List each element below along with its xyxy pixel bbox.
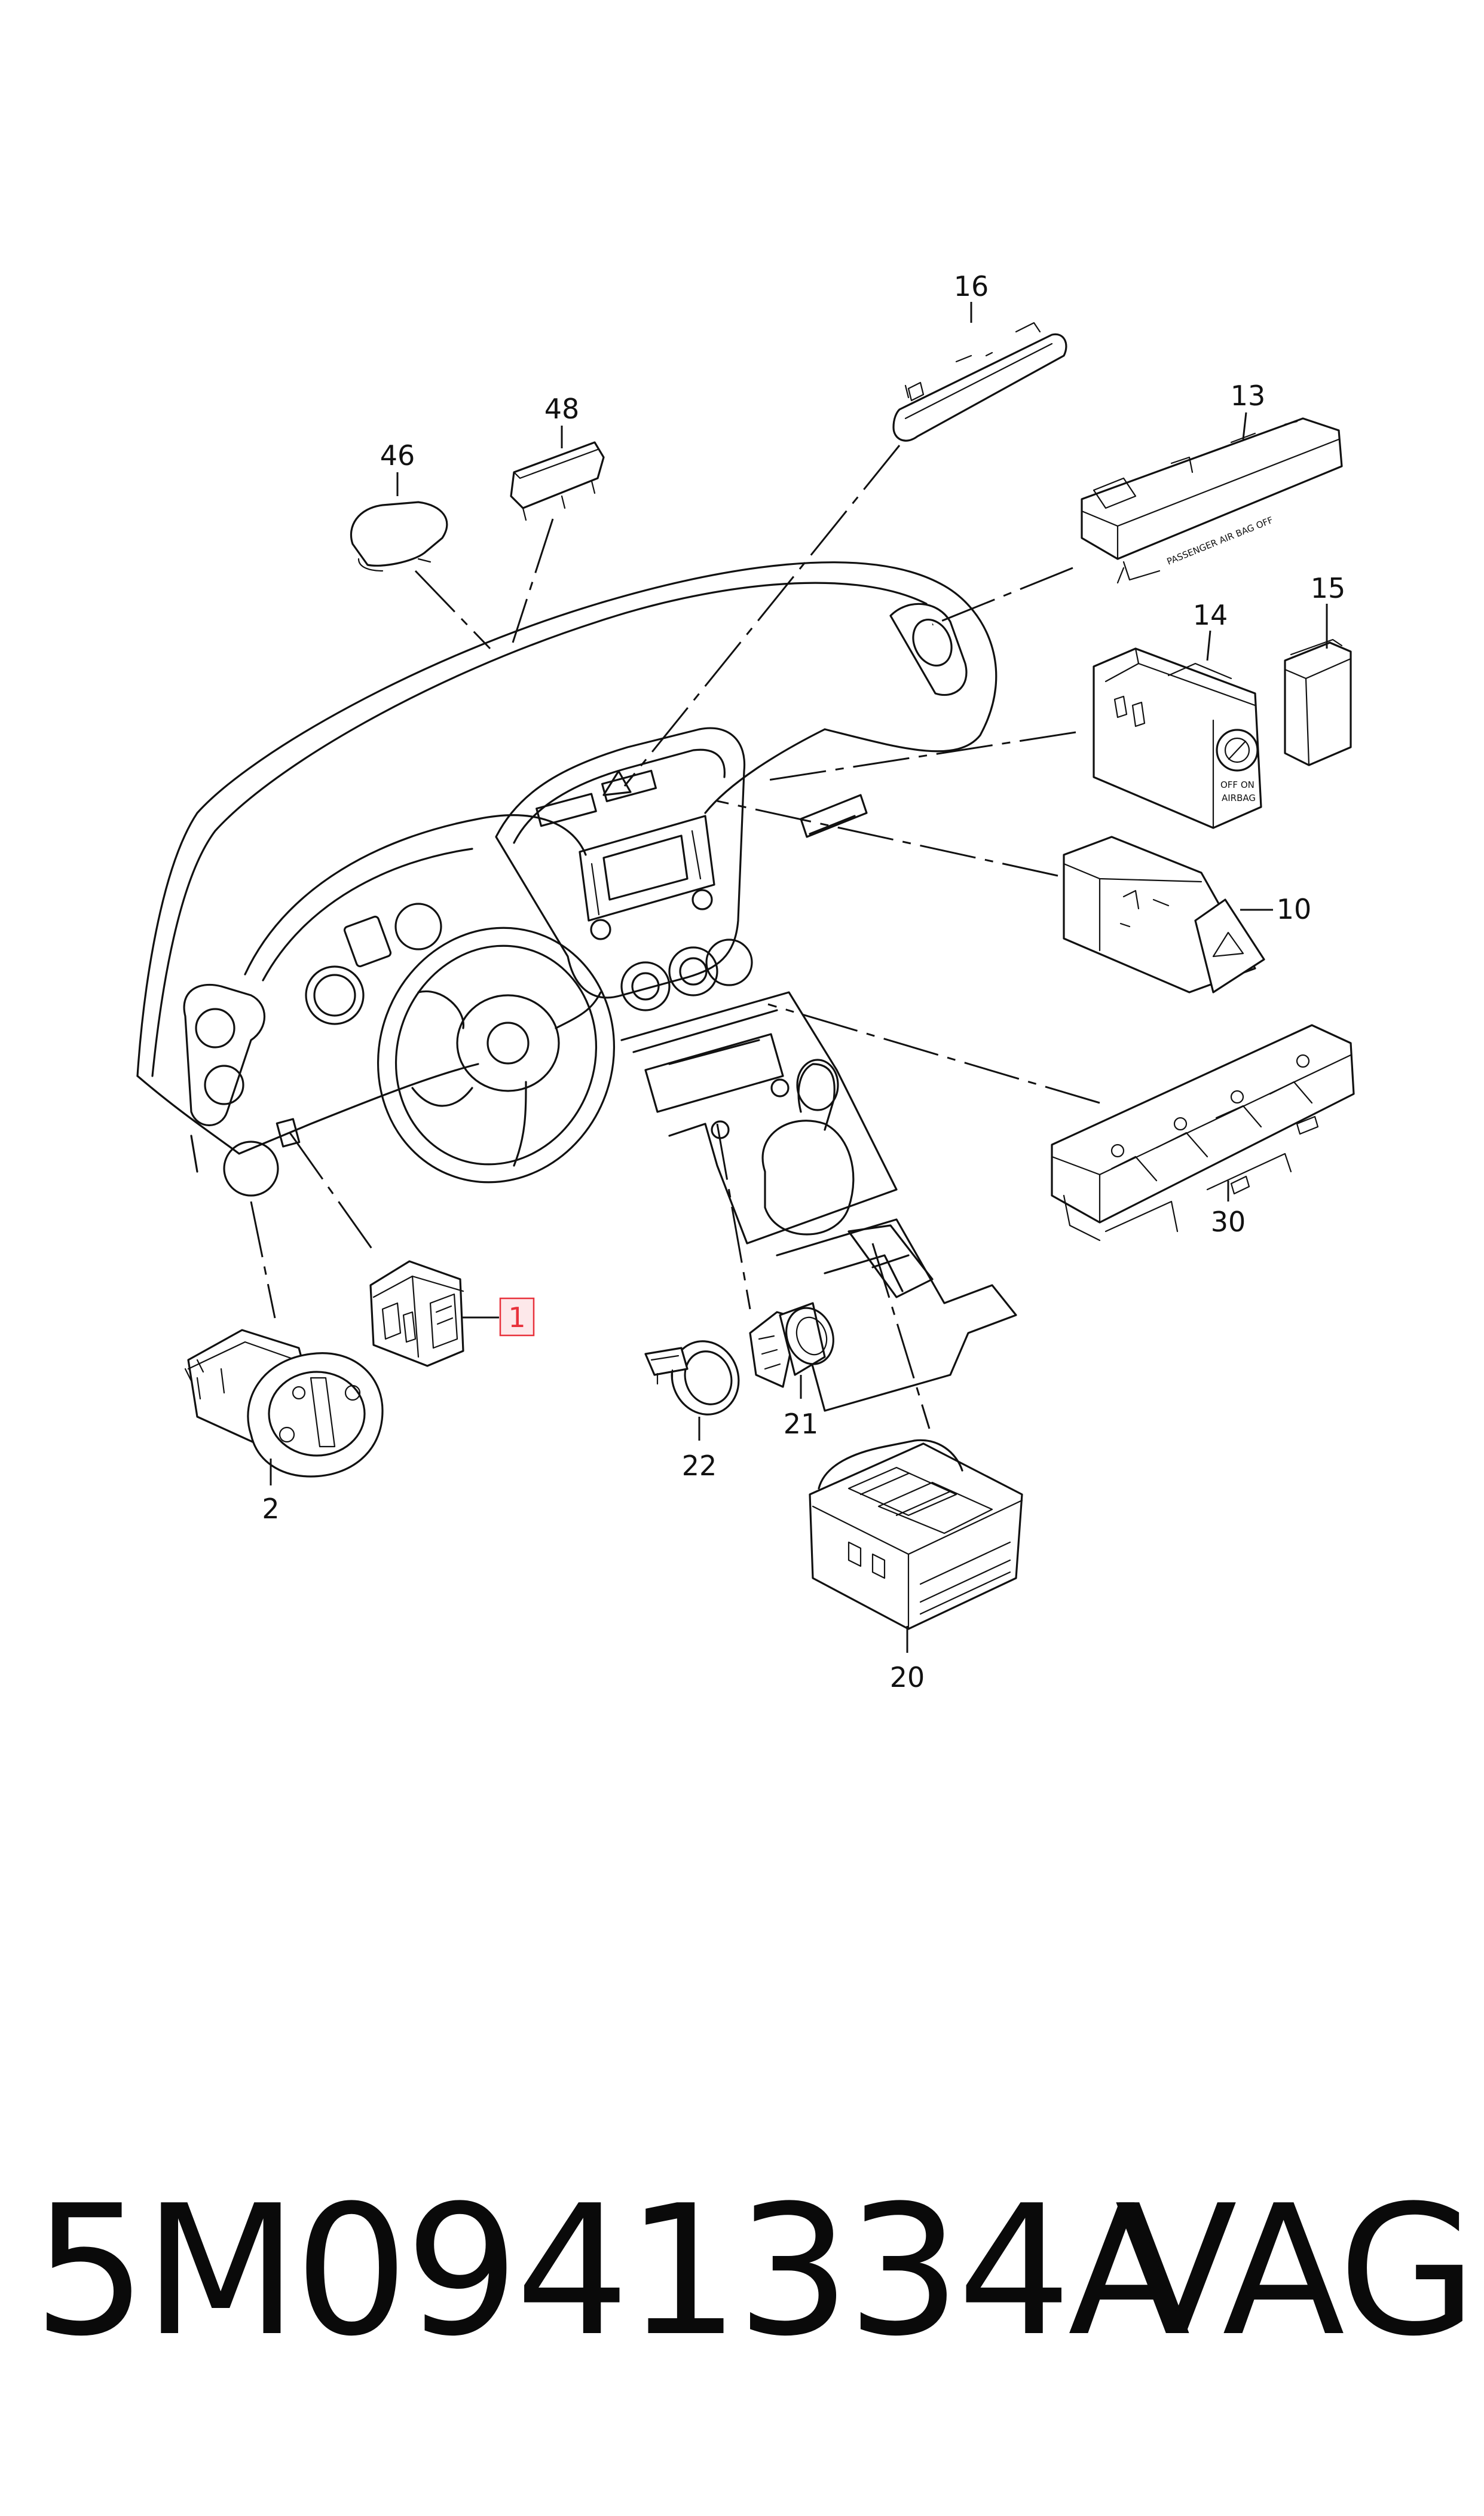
part-22-ring[interactable] [644, 1332, 749, 1424]
part-14-airbag-key-switch[interactable]: OFF ON AIRBAG [1093, 647, 1262, 829]
brand: VAG [1115, 2167, 1477, 2376]
dashboard-outline [136, 561, 998, 1197]
center-console [495, 727, 1017, 1412]
callout-16[interactable]: 16 [954, 270, 989, 302]
key-switch-text-1: OFF ON [1220, 779, 1254, 790]
part-2-headlight-switch[interactable] [184, 1329, 384, 1478]
callout-1[interactable]: 1 [508, 1301, 525, 1334]
part-number: 5M0941334A [33, 2167, 1191, 2376]
callout-46[interactable]: 46 [380, 439, 415, 472]
callout-1-highlight-box [499, 1297, 535, 1337]
part-15-blank-cap[interactable] [1284, 638, 1352, 766]
callout-2[interactable]: 2 [262, 1493, 279, 1525]
part-48-switch[interactable] [510, 441, 605, 521]
callout-15[interactable]: 15 [1311, 572, 1346, 604]
part-46-cap[interactable] [350, 501, 448, 572]
callout-48[interactable]: 48 [544, 393, 580, 425]
callout-labels: 16 48 46 13 15 14 10 30 1 2 22 21 20 [262, 270, 1345, 1693]
part-30-switch-bank[interactable] [1051, 1024, 1355, 1242]
part-13-airbag-indicator[interactable]: PASSENGER AIR BAG OFF [1081, 417, 1343, 584]
part-10-hazard-switch[interactable] [1063, 836, 1265, 993]
key-switch-text-2: AIRBAG [1222, 793, 1256, 803]
callout-ticks [270, 302, 1328, 1653]
callout-13[interactable]: 13 [1231, 380, 1266, 412]
callout-21[interactable]: 21 [784, 1408, 819, 1440]
callout-22[interactable]: 22 [682, 1450, 717, 1482]
leader-lines [250, 445, 1100, 1429]
part-21-start-button[interactable] [749, 1301, 841, 1388]
part-20-window-switch[interactable] [809, 1439, 1023, 1630]
part-1-switch[interactable] [369, 1260, 464, 1367]
part-16-switch-strip[interactable] [892, 322, 1067, 442]
steering-wheel [377, 927, 616, 1184]
callout-30[interactable]: 30 [1211, 1206, 1246, 1238]
callout-14[interactable]: 14 [1193, 599, 1228, 631]
callout-20[interactable]: 20 [890, 1661, 925, 1693]
callout-10[interactable]: 10 [1277, 893, 1312, 925]
